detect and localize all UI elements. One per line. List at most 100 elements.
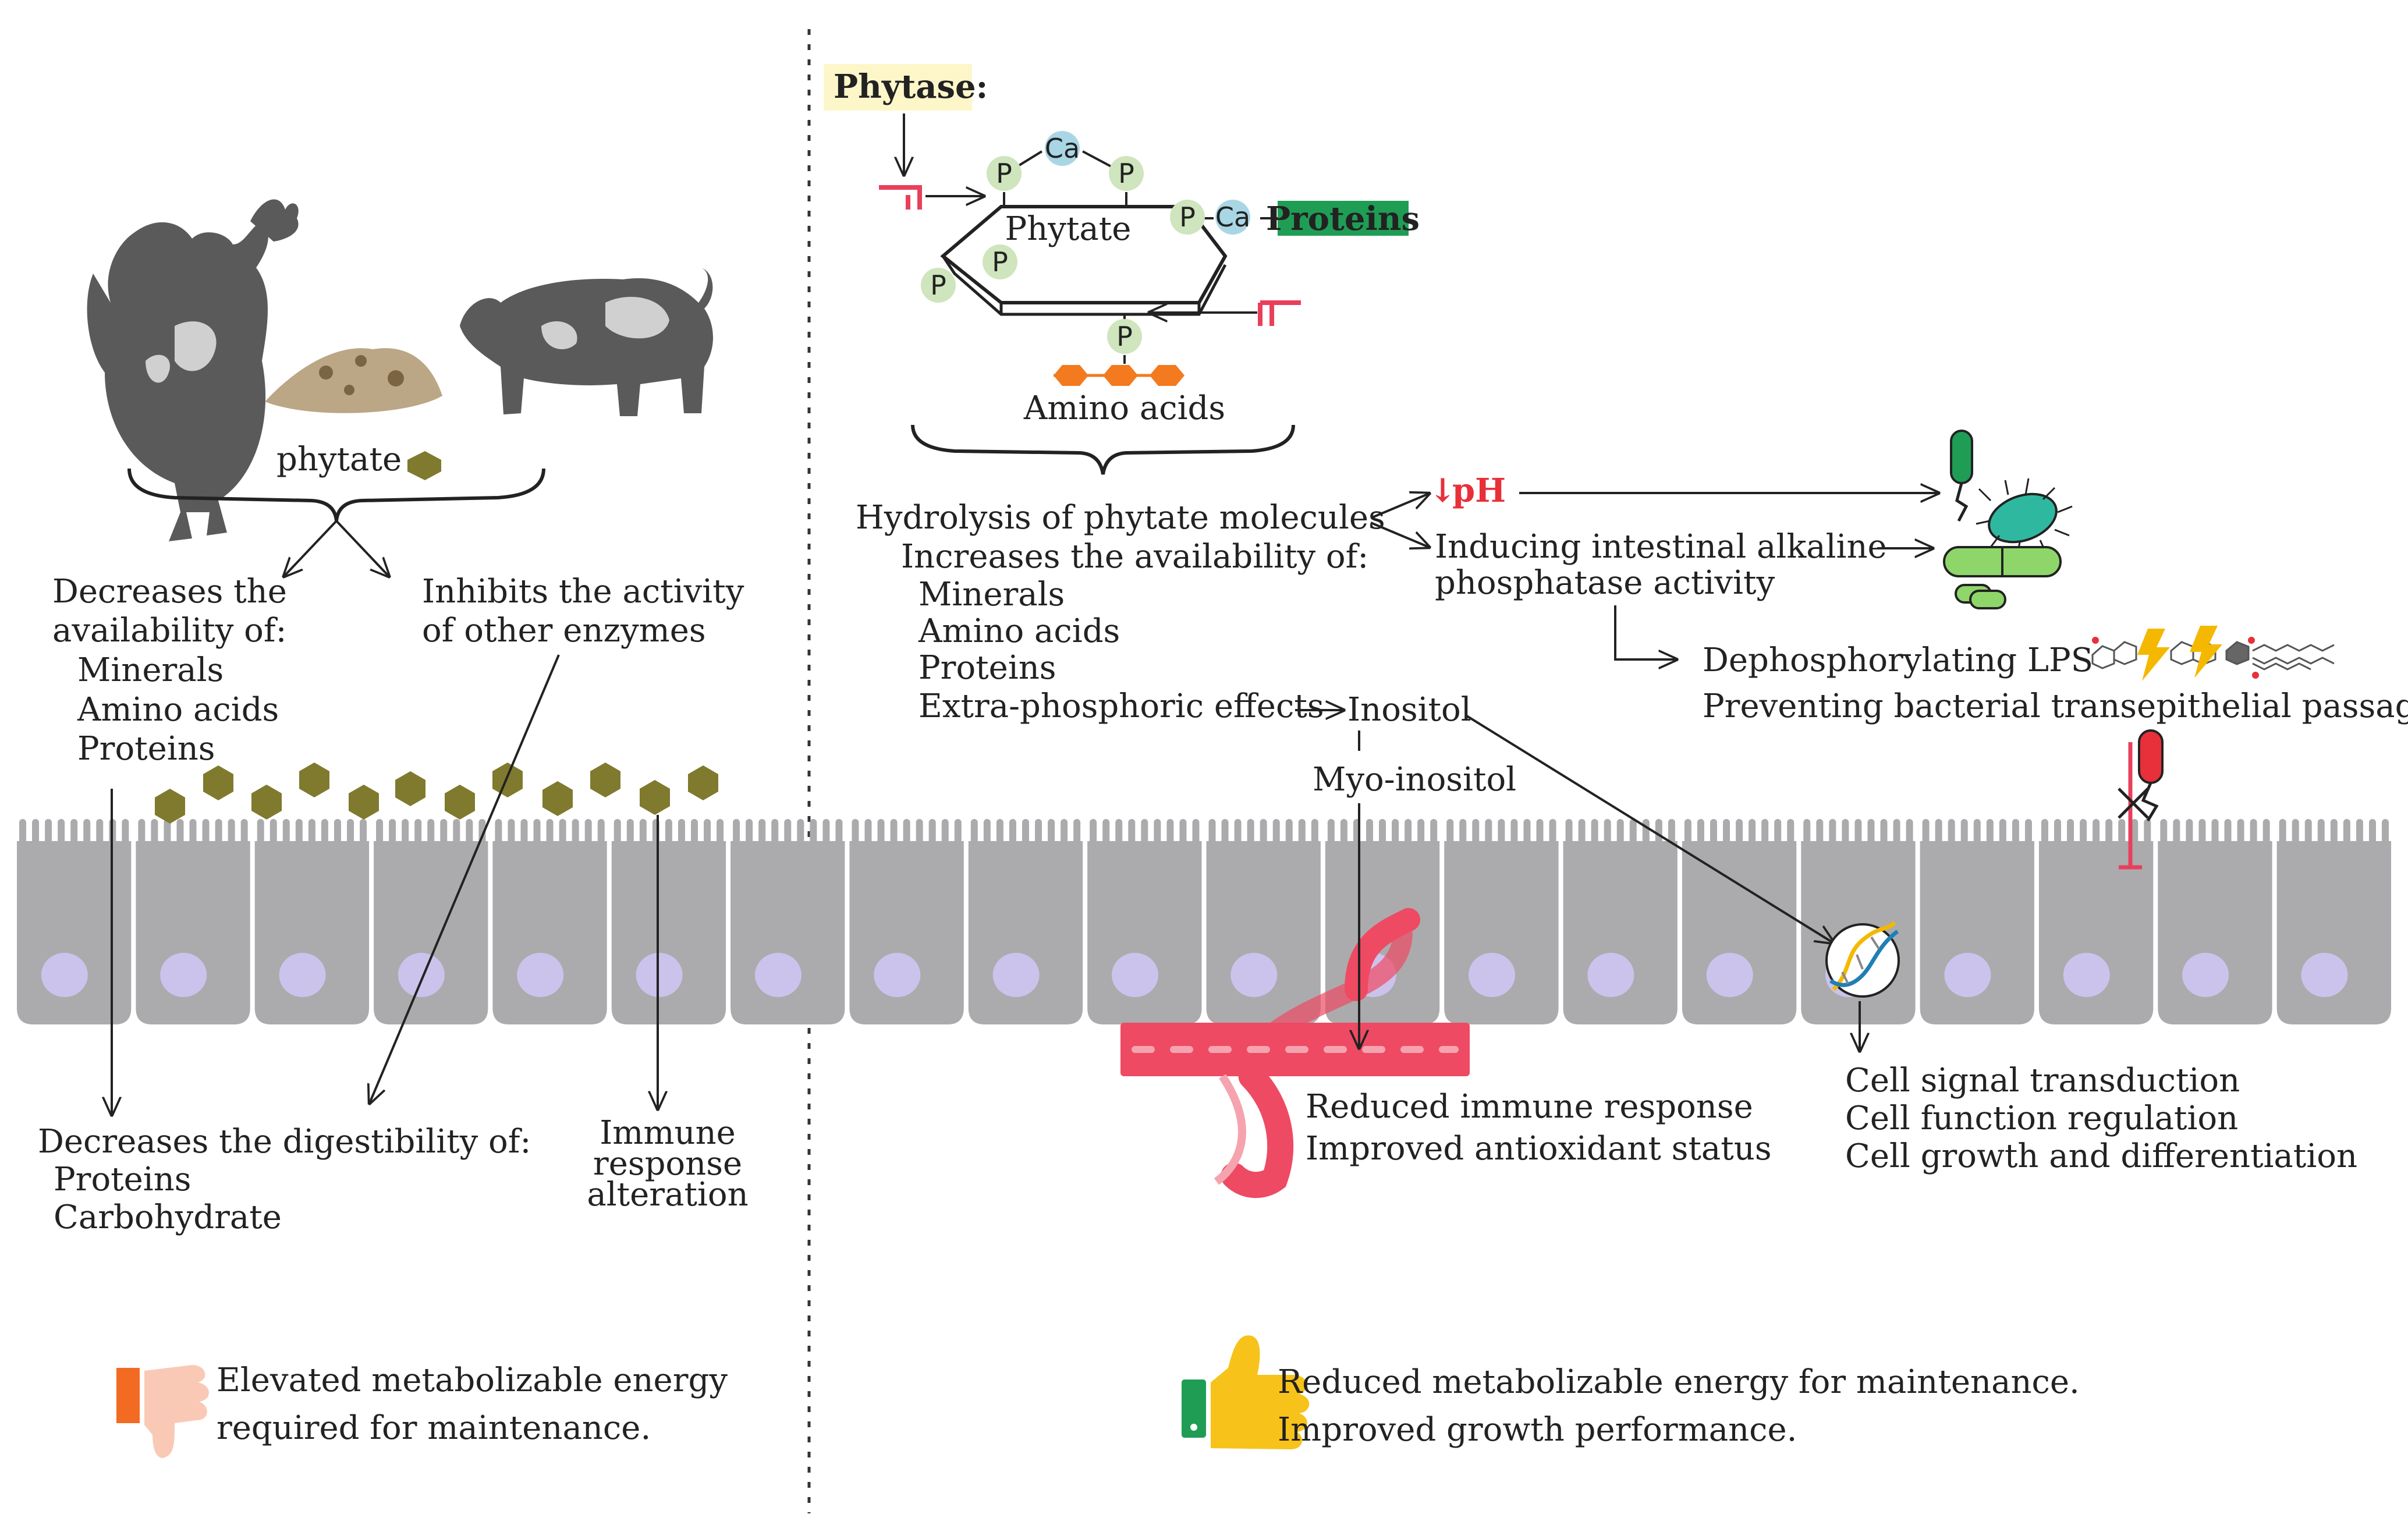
right-brace — [911, 424, 1295, 475]
svg-text:P: P — [1118, 158, 1134, 189]
cell-nucleus — [41, 953, 88, 997]
svg-text:P: P — [992, 246, 1008, 278]
phytate-particle — [492, 763, 523, 797]
phytate-hexagon-icon — [407, 451, 441, 480]
feed-pile-icon — [265, 348, 442, 413]
epithelial-cell — [1444, 841, 1559, 1024]
svg-text:Ca: Ca — [1045, 133, 1080, 164]
amino-acids-label: Amino acids — [1023, 389, 1225, 427]
phytate-particle — [155, 789, 185, 824]
blocked-passage-icon — [2118, 729, 2164, 870]
epithelial-cell — [374, 841, 488, 1024]
cell-nucleus — [992, 953, 1040, 997]
cell-nucleus — [1230, 953, 1278, 997]
phytate-particles — [155, 763, 718, 824]
epithelial-cell — [2276, 841, 2391, 1024]
phytase-cleavage-mark — [879, 185, 922, 210]
cell-nucleus — [1706, 953, 1753, 997]
epithelial-cell — [730, 841, 845, 1024]
svg-text:Ca: Ca — [1215, 201, 1250, 233]
hydrolysis-item: Amino acids — [918, 612, 1120, 650]
cell-nucleus — [1111, 953, 1158, 997]
hydrolysis-item: Extra-phosphoric effects — [918, 687, 1324, 725]
arrow-to-ph — [1370, 494, 1429, 519]
epithelial-cell — [1087, 841, 1202, 1024]
svg-text:P: P — [1179, 201, 1196, 233]
digestibility-item: Proteins — [54, 1161, 191, 1198]
phytate-particle — [688, 765, 718, 800]
cell-nucleus — [517, 953, 564, 997]
phytate-particle — [445, 785, 475, 820]
proteins-label: Proteins — [1266, 200, 1420, 238]
alkaline-text2: phosphatase activity — [1435, 564, 1775, 602]
svg-text:P: P — [1116, 321, 1133, 352]
phosphate-group: P Ca P P Ca P P P — [921, 131, 1281, 364]
intestinal-epithelium — [17, 819, 2391, 1024]
immune-text: Immune — [600, 1114, 736, 1152]
epithelial-cell — [849, 841, 964, 1024]
phytate-particle — [299, 763, 329, 797]
cell-nucleus — [636, 953, 683, 997]
cell-nucleus — [1944, 953, 1991, 997]
ph-label: pH — [1452, 471, 1506, 510]
hydrolysis-subtitle: Increases the availability of: — [901, 538, 1368, 576]
epithelial-cell — [968, 841, 1083, 1024]
epithelial-cell — [611, 841, 726, 1024]
thumbs-up-icon — [1182, 1335, 1310, 1449]
bacteria-icon — [1943, 430, 2073, 609]
inhibits-text2: of other enzymes — [422, 612, 706, 650]
epithelial-cell — [1682, 841, 1797, 1024]
immune-text2: response — [593, 1145, 742, 1183]
cell-effect-text3: Cell growth and differentiation — [1845, 1137, 2357, 1175]
phytate-center-label: Phytate — [1005, 210, 1132, 248]
arrow-inositol-to-nucleus — [1466, 715, 1834, 943]
cell-nucleus — [1469, 953, 1516, 997]
arrow-inhibits-to-digestibility — [370, 654, 560, 1103]
phytase-cleavage-mark-2 — [1258, 300, 1301, 326]
ph-down-arrow: ↓ — [1429, 471, 1456, 510]
cell-nucleus — [874, 953, 921, 997]
arrow-to-availability — [284, 520, 338, 576]
blood-effect-text2: Improved antioxidant status — [1306, 1130, 1772, 1168]
cell-effect-text2: Cell function regulation — [1845, 1100, 2238, 1137]
phytate-particle — [640, 780, 670, 815]
left-outcome-text2: required for maintenance. — [217, 1409, 651, 1447]
cell-nucleus — [279, 953, 326, 997]
cell-nucleus — [160, 953, 207, 997]
cell-nucleus — [2182, 953, 2229, 997]
lps-molecule-icon — [2091, 637, 2335, 679]
dna-nucleus-icon — [1825, 921, 1900, 998]
epithelial-cell — [2158, 841, 2272, 1024]
amino-acid-chain — [1054, 365, 1185, 386]
phytate-particle — [251, 785, 282, 820]
epithelial-cell — [1206, 841, 1321, 1024]
phytate-particle — [395, 771, 425, 806]
hydrolysis-item: Proteins — [918, 649, 1056, 687]
phytase-label: Phytase: — [834, 68, 988, 106]
svg-text:P: P — [996, 158, 1012, 189]
cell-nucleus — [2301, 953, 2348, 997]
phytate-particle — [203, 765, 233, 800]
proteins-box — [1278, 201, 1409, 236]
epithelial-cell — [17, 841, 132, 1024]
hydrolysis-item: Minerals — [918, 576, 1065, 613]
digestibility-item: Carbohydrate — [54, 1198, 282, 1236]
epithelial-cell — [1563, 841, 1678, 1024]
cell-nucleus — [398, 953, 445, 997]
phytate-particle — [542, 781, 573, 816]
alkaline-text: Inducing intestinal alkaline — [1435, 528, 1887, 566]
arrow-to-alkaline — [1370, 522, 1429, 547]
decrease-availability-title2: availability of: — [52, 612, 286, 650]
left-outcome-text: Elevated metabolizable energy — [217, 1361, 728, 1399]
phytase-label-box — [824, 64, 972, 111]
digestibility-title: Decreases the digestibility of: — [38, 1123, 531, 1161]
epithelial-cell — [254, 841, 370, 1024]
availability-item: Minerals — [77, 651, 224, 689]
phytate-particle — [349, 785, 379, 820]
cell-nucleus — [1587, 953, 1634, 997]
phytate-label: phytate — [276, 441, 402, 478]
decrease-availability-title: Decreases the — [52, 573, 287, 611]
availability-item: Amino acids — [77, 691, 279, 729]
cell-nucleus — [2063, 953, 2110, 997]
